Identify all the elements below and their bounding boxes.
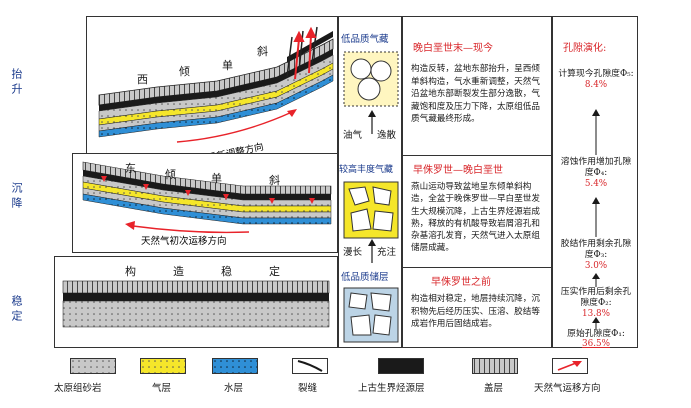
legend-label-water: 水层 <box>224 383 244 394</box>
gas-top-left: 油气 <box>343 130 363 141</box>
mid-char-4: 斜 <box>269 174 280 187</box>
porosity-step-5-text: 计算现今孔隙度Φ₅: <box>558 69 634 79</box>
low-quality-pore-icon <box>343 51 399 107</box>
desc-bot-title: 早侏罗世之前 <box>431 277 491 288</box>
porosity-arrow-2 <box>592 273 600 287</box>
porosity-step-2: 压实作用后剩余孔隙度Φ₂: 13.8% <box>557 287 635 320</box>
desc-mid-title: 早侏罗世—晚白垩世 <box>413 165 503 176</box>
bot-char-2: 造 <box>173 264 184 278</box>
legend-label-gas: 气层 <box>152 383 172 394</box>
porosity-step-4: 溶蚀作用增加孔隙度Φ₄: 5.4% <box>557 157 635 190</box>
porosity-step-1-text: 原始孔隙度Φ₁: <box>567 329 625 339</box>
mid-char-2: 倾 <box>165 168 176 181</box>
mid-arrow-label: 天然气初次运移方向 <box>141 235 227 247</box>
porosity-title: 孔隙演化: <box>563 43 607 54</box>
cross-section-uplift: 西 倾 单 斜 气水重新调整方向 <box>86 16 338 168</box>
source-rock-icon <box>378 358 424 374</box>
cross-section-subsidence: 东 倾 单 斜 天然气初次运移方向 <box>72 153 338 253</box>
porosity-step-4-text: 溶蚀作用增加孔隙度Φ₄: <box>560 157 632 178</box>
legend-label-cap: 盖层 <box>484 383 504 394</box>
gas-layer-icon <box>140 358 186 374</box>
mid-char-1: 东 <box>125 162 136 175</box>
desc-divider-1 <box>403 155 551 156</box>
migration-arrow-icon <box>552 358 588 374</box>
water-layer-icon <box>212 358 258 374</box>
porosity-step-3: 胶结作用剩余孔隙度Φ₃: 3.0% <box>557 239 635 272</box>
cap-rock-icon <box>472 358 518 374</box>
up-arrow-icon <box>368 110 376 134</box>
fracture-icon <box>292 358 328 374</box>
porosity-step-2-value: 13.8% <box>582 309 610 319</box>
desc-divider-2 <box>403 267 551 268</box>
legend-label-fracture: 裂缝 <box>298 383 318 394</box>
porosity-arrow-1 <box>592 317 600 329</box>
cross-section-stable: 构 造 稳 定 <box>54 256 338 348</box>
cross-section-uplift-svg: 西 倾 单 斜 气水重新调整方向 <box>98 26 334 168</box>
stage-label-stable: 稳定 <box>10 295 23 325</box>
porosity-step-3-text: 胶结作用剩余孔隙度Φ₃: <box>560 239 632 260</box>
desc-top-text: 构造反转，盆地东部抬升，呈西倾单斜构造，气水重新调整，天然气沿盆地东部断裂发生部… <box>411 64 540 124</box>
top-char-4: 斜 <box>257 45 268 58</box>
gas-mid-right: 充注 <box>377 247 397 258</box>
porosity-column: 孔隙演化: 计算现今孔隙度Φ₅: 8.4% 溶蚀作用增加孔隙度Φ₄: 5.4% … <box>552 16 638 349</box>
low-quality-reservoir-pore-icon <box>343 287 399 343</box>
gas-mid-left: 漫长 <box>343 247 363 258</box>
sandstone-icon <box>70 358 116 374</box>
cross-section-subsidence-svg: 东 倾 单 斜 天然气初次运移方向 <box>82 161 332 247</box>
gas-mid-title: 较高丰度气藏 <box>339 165 394 175</box>
legend: 太原组砂岩 气层 水层 裂缝 上古生界烃源层 盖层 天然气运移方向 <box>40 356 680 406</box>
desc-top-title: 晚白垩世末—现今 <box>413 43 493 54</box>
bot-char-1: 构 <box>125 264 136 278</box>
porosity-step-4-value: 5.4% <box>584 179 608 189</box>
bot-char-4: 定 <box>269 264 280 278</box>
top-char-2: 倾 <box>179 65 190 78</box>
bot-char-3: 稳 <box>221 264 232 278</box>
porosity-step-3-value: 3.0% <box>584 261 608 271</box>
stage-label-subsidence: 沉降 <box>10 182 23 212</box>
top-char-1: 西 <box>137 73 148 86</box>
porosity-arrow-3 <box>592 197 600 237</box>
gas-top-title: 低品质气藏 <box>341 34 389 45</box>
gas-column: 低品质气藏 油气 逸散 较高丰度气藏 漫长 充注 低品质储层 <box>338 16 402 348</box>
stage-label-uplift: 抬升 <box>10 68 23 98</box>
desc-bot-text: 构造相对稳定，地层持续沉降，沉积物先后经历压实、压溶、胶结等成岩作用后固结成岩。 <box>411 294 540 329</box>
top-char-3: 单 <box>222 59 233 72</box>
porosity-arrow-4 <box>592 109 600 155</box>
mid-char-3: 单 <box>211 172 222 185</box>
porosity-step-2-text: 压实作用后剩余孔隙度Φ₂: <box>560 287 632 308</box>
description-column: 晚白垩世末—现今 构造反转，盆地东部抬升，呈西倾单斜构造，气水重新调整，天然气沿… <box>402 16 552 348</box>
porosity-step-1: 原始孔隙度Φ₁: 36.5% <box>557 329 635 349</box>
gas-bot-title: 低品质储层 <box>341 272 389 283</box>
up-arrow-icon-2 <box>368 239 376 263</box>
legend-label-source: 上古生界烃源层 <box>358 383 425 394</box>
legend-label-sandstone: 太原组砂岩 <box>54 383 102 394</box>
cross-section-stable-svg: 构 造 稳 定 <box>62 264 330 328</box>
porosity-step-5: 计算现今孔隙度Φ₅: 8.4% <box>557 69 635 91</box>
legend-label-migration: 天然气运移方向 <box>534 383 601 394</box>
porosity-step-1-value: 36.5% <box>582 339 610 349</box>
high-abundance-pore-icon <box>343 181 399 239</box>
porosity-step-5-value: 8.4% <box>584 80 608 90</box>
gas-top-right: 逸散 <box>377 130 397 141</box>
desc-mid-text: 燕山运动导致盆地呈东倾单斜构造，全盆于晚侏罗世—早白垩世发生大规模沉降，上古生界… <box>411 182 540 254</box>
